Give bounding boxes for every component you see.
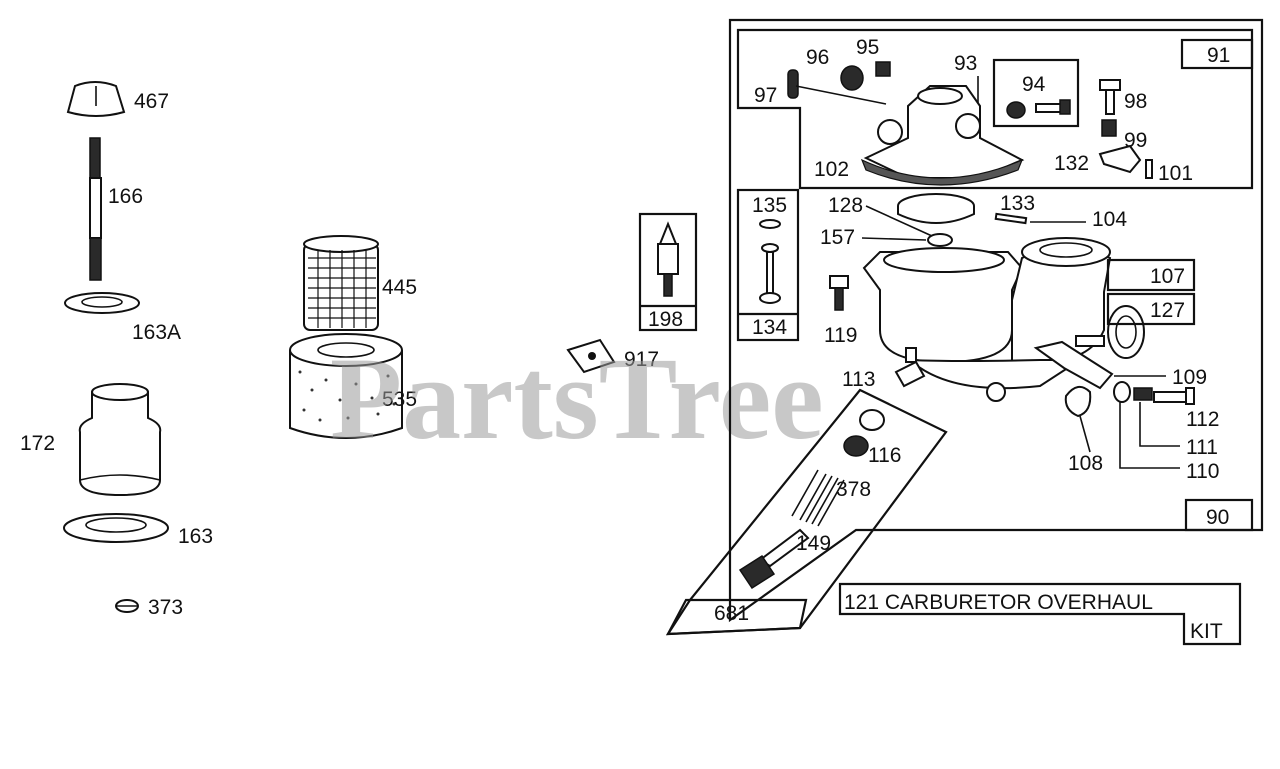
kit-line-1: 121 CARBURETOR OVERHAUL: [844, 591, 1153, 614]
label-107: 107: [1150, 265, 1185, 288]
part-132-lever[interactable]: [1098, 144, 1142, 174]
assembly-90-outline: [728, 18, 1264, 623]
label-97: 97: [754, 84, 777, 107]
part-198-box[interactable]: [638, 212, 698, 332]
label-135: 135: [752, 194, 787, 217]
part-116-seal[interactable]: [843, 409, 885, 457]
part-carburetor-lower-body[interactable]: [862, 237, 1145, 402]
kit-line-2: KIT: [1190, 620, 1223, 643]
part-96-float[interactable]: [840, 65, 864, 91]
label-91: 91: [1207, 44, 1230, 67]
label-134: 134: [752, 316, 787, 339]
part-917-gasket[interactable]: [566, 338, 616, 374]
part-373-nut[interactable]: [115, 599, 139, 613]
part-172-adapter[interactable]: [78, 383, 162, 497]
part-149-needle-screw[interactable]: [738, 528, 810, 590]
box-127: [1106, 292, 1196, 326]
label-163A: 163A: [132, 321, 181, 344]
label-681: 681: [714, 602, 749, 625]
label-172: 172: [20, 432, 55, 455]
part-93-upper-body[interactable]: [863, 85, 1025, 179]
label-111: 111: [1186, 436, 1218, 459]
part-119-screw[interactable]: [829, 275, 849, 311]
part-445-filter-element[interactable]: [303, 235, 379, 331]
part-163-gasket[interactable]: [63, 513, 169, 543]
part-163A-washer[interactable]: [64, 292, 140, 314]
part-166-stud[interactable]: [89, 137, 102, 281]
label-163: 163: [178, 525, 213, 548]
label-132: 132: [1054, 152, 1089, 175]
label-373: 373: [148, 596, 183, 619]
kit-121-box: [838, 582, 1242, 646]
box-107: [1106, 258, 1196, 292]
part-102-gasket[interactable]: [860, 158, 1024, 186]
part-101-pin[interactable]: [1145, 159, 1153, 179]
part-110-washer[interactable]: [1113, 381, 1131, 403]
assembly-91-outline: [736, 28, 1254, 190]
label-467: 467: [134, 90, 169, 113]
label-94: 94: [1022, 73, 1046, 96]
part-535-foam-filter[interactable]: [289, 333, 403, 439]
part-157-seat[interactable]: [927, 233, 953, 247]
watermark: PartsTree: [330, 333, 824, 464]
part-111-spring[interactable]: [1133, 387, 1153, 401]
label-445: 445: [382, 276, 417, 299]
label-110: 110: [1186, 460, 1219, 483]
label-116: 116: [868, 444, 901, 467]
label-104: 104: [1092, 208, 1127, 231]
part-133-float[interactable]: [897, 193, 975, 224]
label-102: 102: [814, 158, 849, 181]
label-90: 90: [1206, 506, 1229, 529]
part-467-cap[interactable]: [66, 81, 126, 117]
label-166: 166: [108, 185, 143, 208]
label-96: 96: [806, 46, 829, 69]
label-535: 535: [382, 388, 417, 411]
part-95-screw[interactable]: [875, 61, 891, 77]
label-113: 113: [842, 368, 875, 391]
label-98: 98: [1124, 90, 1147, 113]
part-108-choke-plate[interactable]: [1064, 385, 1092, 418]
part-97-shaft[interactable]: [787, 69, 887, 105]
label-128: 128: [828, 194, 863, 217]
label-108: 108: [1068, 452, 1103, 475]
label-112: 112: [1186, 408, 1219, 431]
label-109: 109: [1172, 366, 1207, 389]
label-149: 149: [796, 532, 831, 555]
label-917: 917: [624, 348, 659, 371]
part-134-needle-valve[interactable]: [759, 219, 781, 304]
label-133: 133: [1000, 192, 1035, 215]
label-95: 95: [856, 36, 879, 59]
label-101: 101: [1158, 162, 1193, 185]
label-198: 198: [648, 308, 683, 331]
box-91: [1180, 38, 1254, 70]
part-109-choke-shaft[interactable]: [1033, 335, 1114, 390]
part-113-fitting[interactable]: [894, 347, 926, 388]
label-157: 157: [820, 226, 855, 249]
part-112-screw[interactable]: [1153, 387, 1195, 405]
box-135-134: [736, 188, 800, 342]
part-94-needle[interactable]: [1006, 99, 1071, 119]
label-93: 93: [954, 52, 977, 75]
label-119: 119: [824, 324, 857, 347]
box-94: [992, 58, 1080, 128]
part-104-pin[interactable]: [994, 212, 1028, 225]
part-378-spring[interactable]: [791, 469, 845, 527]
label-127: 127: [1150, 299, 1185, 322]
box-90: [1184, 498, 1254, 532]
part-99-spring[interactable]: [1101, 119, 1117, 137]
label-378: 378: [836, 478, 871, 501]
part-98-screw[interactable]: [1099, 79, 1121, 115]
